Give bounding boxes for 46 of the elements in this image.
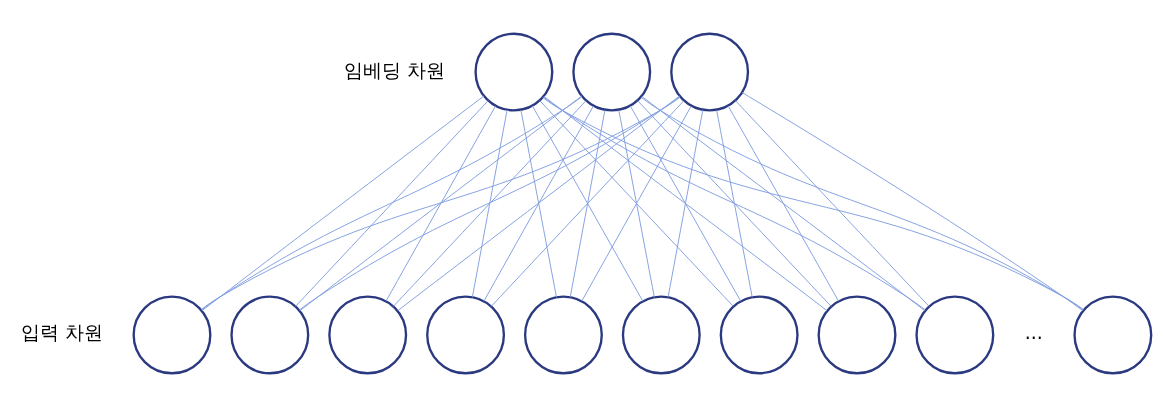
connector (539, 99, 734, 307)
connector (299, 95, 583, 311)
label: 임베딩 차원 (344, 58, 446, 81)
connector (581, 105, 692, 302)
connector (569, 109, 606, 298)
node-circle (132, 294, 212, 374)
connector (667, 109, 704, 298)
connector (531, 104, 644, 302)
connector (716, 109, 753, 298)
node-circle (1073, 294, 1153, 374)
label: 입력 차원 (21, 320, 104, 343)
connector (201, 95, 485, 311)
connector (299, 95, 681, 310)
connector (629, 104, 742, 302)
connector (200, 96, 681, 310)
connector (637, 99, 832, 307)
connector (543, 95, 828, 311)
connector (542, 96, 1084, 310)
node-circle (670, 32, 750, 112)
node-circle (426, 294, 506, 374)
node-circle (915, 294, 995, 374)
connector (734, 99, 930, 307)
label: ... (1024, 320, 1043, 343)
connector (618, 109, 655, 298)
connector (640, 96, 1084, 310)
connector (727, 104, 840, 302)
connector (392, 99, 587, 307)
node-circle (523, 294, 603, 374)
connector (295, 99, 489, 307)
node-circle (474, 32, 554, 112)
connector (385, 105, 496, 302)
connector (483, 105, 594, 302)
connector (397, 95, 681, 311)
connector (520, 109, 557, 298)
connector (201, 95, 583, 310)
node-circle (328, 294, 408, 374)
connector (741, 91, 1084, 311)
node-circle (621, 294, 701, 374)
node-circle (230, 294, 310, 374)
connector (641, 95, 926, 311)
connector (543, 96, 926, 310)
connector (471, 109, 508, 298)
connector (490, 99, 685, 307)
node-circle (719, 294, 799, 374)
node-circle (817, 294, 897, 374)
node-circle (572, 32, 652, 112)
